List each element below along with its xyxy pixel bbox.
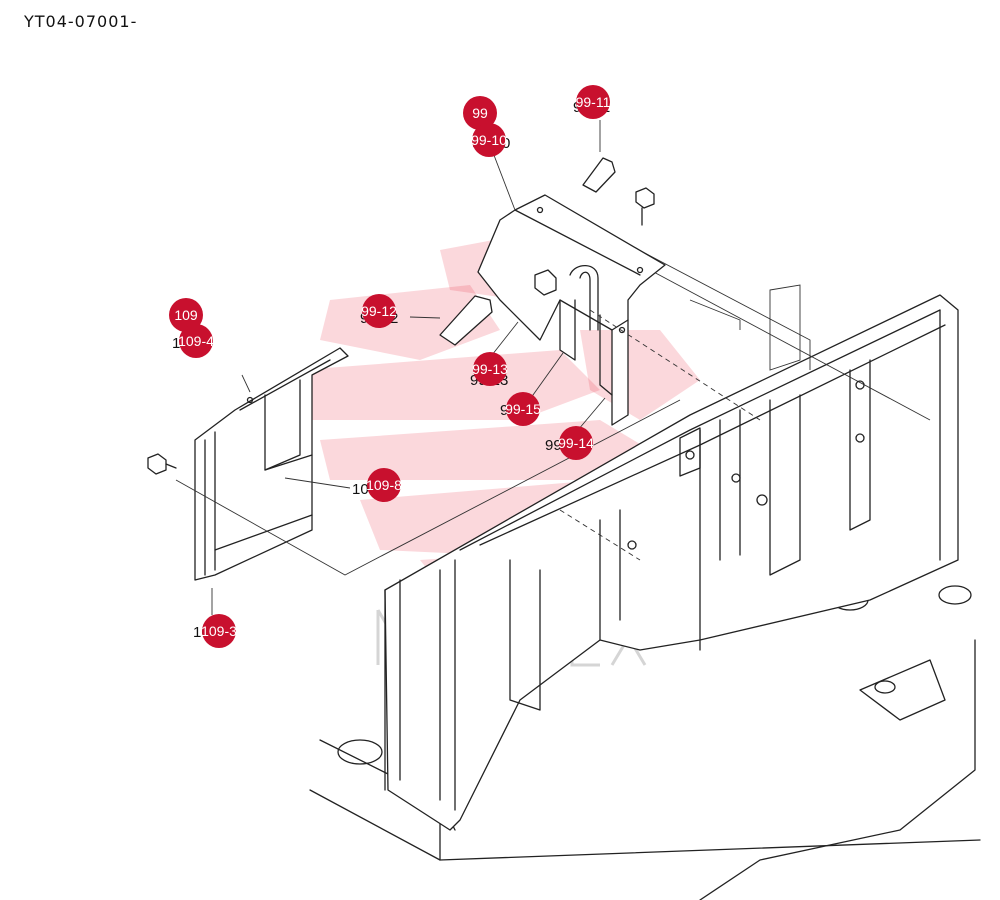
document-code: YT04-07001- bbox=[24, 12, 138, 31]
svg-text:99-11: 99-11 bbox=[576, 94, 611, 110]
svg-text:109: 109 bbox=[174, 307, 198, 323]
svg-text:99-13: 99-13 bbox=[472, 361, 508, 377]
svg-text:99-10: 99-10 bbox=[471, 132, 507, 148]
svg-text:99: 99 bbox=[472, 105, 488, 121]
svg-text:99-12: 99-12 bbox=[361, 303, 397, 319]
part-99-bracket bbox=[477, 194, 666, 426]
svg-text:99-14: 99-14 bbox=[558, 435, 594, 451]
svg-text:99-15: 99-15 bbox=[505, 401, 541, 417]
leader-lines bbox=[211, 120, 761, 615]
part-99-11-plate bbox=[582, 157, 616, 193]
part-109-panel bbox=[194, 347, 349, 581]
callout-badge-109-8[interactable]: 109-8 bbox=[366, 468, 402, 502]
part-99-12-seal bbox=[439, 295, 493, 346]
callout-badge-109[interactable]: 109 bbox=[169, 298, 203, 332]
callout-badge-99[interactable]: 99 bbox=[463, 96, 497, 130]
svg-text:109-4: 109-4 bbox=[178, 333, 214, 349]
callout-badges[interactable]: 99-11 99 99-10 99-12 99-13 99-15 99-14 bbox=[169, 85, 611, 648]
svg-text:109-8: 109-8 bbox=[366, 477, 402, 493]
lower-frame bbox=[309, 585, 981, 900]
callout-badge-99-10[interactable]: 99-10 bbox=[471, 123, 507, 157]
callout-badge-99-15[interactable]: 99-15 bbox=[505, 392, 541, 426]
callout-badge-99-14[interactable]: 99-14 bbox=[558, 426, 594, 460]
nut-99 bbox=[534, 269, 557, 296]
svg-text:109-3: 109-3 bbox=[201, 623, 237, 639]
callout-badge-109-3[interactable]: 109-3 bbox=[201, 614, 237, 648]
callout-badge-99-13[interactable]: 99-13 bbox=[472, 352, 508, 386]
callout-badge-99-12[interactable]: 99-12 bbox=[361, 294, 397, 328]
leader-bolt-left bbox=[175, 399, 681, 576]
callout-badge-109-4[interactable]: 109-4 bbox=[178, 324, 214, 358]
callout-badge-99-11[interactable]: 99-11 bbox=[576, 85, 611, 119]
bolt-top bbox=[635, 187, 655, 226]
bolt-left bbox=[147, 453, 177, 475]
radiator-frame bbox=[384, 239, 959, 831]
